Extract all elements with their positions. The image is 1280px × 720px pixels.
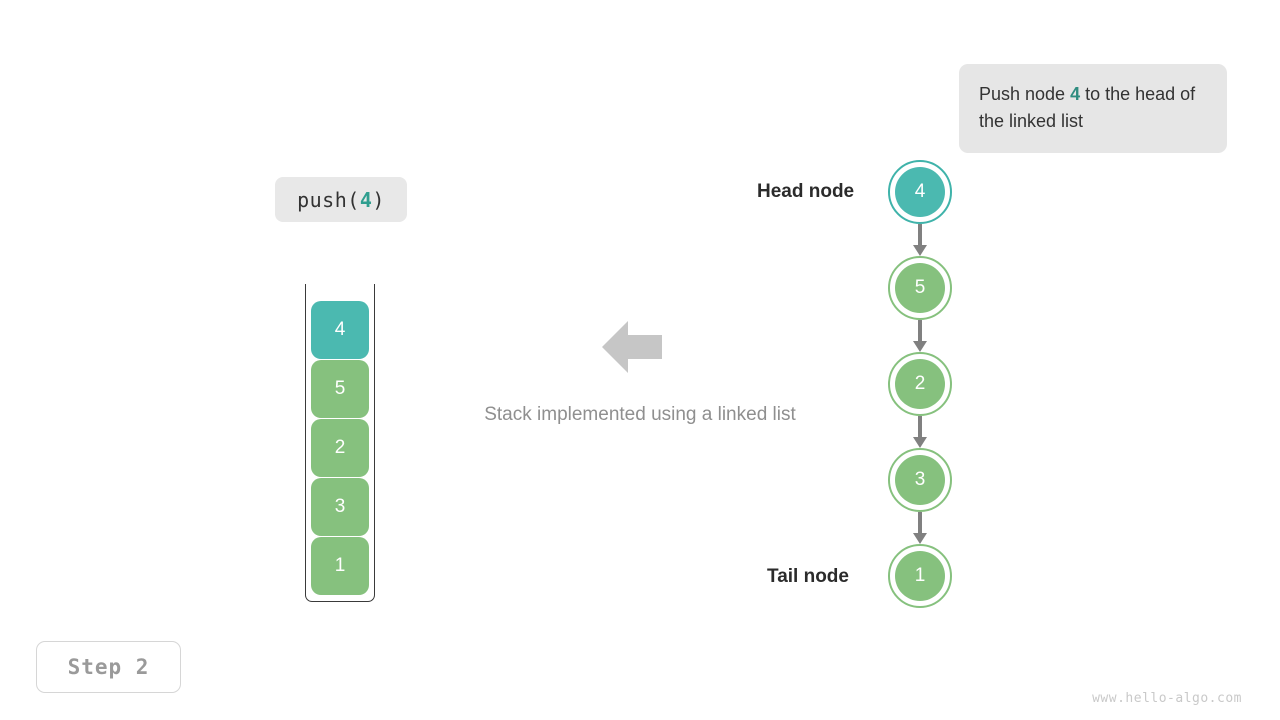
node-value: 1 xyxy=(914,565,926,586)
stack-cell-value: 2 xyxy=(334,437,346,458)
operation-suffix: ) xyxy=(372,187,385,212)
arrow-head xyxy=(913,245,927,256)
linked-list-connector-arrow xyxy=(913,320,927,352)
stack-cell: 4 xyxy=(311,301,369,359)
node-ring xyxy=(888,448,952,512)
linked-list-connector-arrow xyxy=(913,224,927,256)
operation-label: push(4) xyxy=(275,177,407,222)
operation-value: 4 xyxy=(359,187,373,212)
stack-cell: 1 xyxy=(311,537,369,595)
stack-cell-value: 3 xyxy=(334,496,346,517)
step-badge: Step 2 xyxy=(36,641,181,693)
arrow-head xyxy=(913,533,927,544)
stack-cell: 3 xyxy=(311,478,369,536)
node-value: 3 xyxy=(914,469,926,490)
annotation-tooltip: Push node 4 to the head of the linked li… xyxy=(959,64,1227,153)
arrow-shaft xyxy=(918,512,922,534)
stack-cell-value: 5 xyxy=(334,378,346,399)
arrow-shaft xyxy=(918,416,922,438)
operation-prefix: push( xyxy=(297,187,360,212)
head-node-label: Head node xyxy=(757,181,855,202)
node-ring xyxy=(888,256,952,320)
linked-list-node: 2 xyxy=(888,352,952,416)
stack-cell-list: 4 5 2 3 1 xyxy=(311,301,369,595)
diagram-caption: Stack implemented using a linked list xyxy=(484,404,796,425)
stack-container: 4 5 2 3 1 xyxy=(305,284,375,602)
annotation-text-before: Push node xyxy=(979,84,1071,104)
node-value: 5 xyxy=(914,277,926,298)
stack-cell-value: 4 xyxy=(334,319,346,340)
node-ring xyxy=(888,544,952,608)
annotation-accent-value: 4 xyxy=(1070,84,1081,104)
linked-list-node: 4 xyxy=(888,160,952,224)
watermark: www.hello-algo.com xyxy=(1092,691,1242,706)
left-arrow-icon xyxy=(602,320,662,374)
linked-list-node: 3 xyxy=(888,448,952,512)
node-ring xyxy=(888,352,952,416)
stack-cell: 5 xyxy=(311,360,369,418)
stack-cell-value: 1 xyxy=(334,555,346,576)
arrow-shaft xyxy=(918,320,922,342)
annotation-text-after: to the head of the linked list xyxy=(979,84,1196,131)
node-value: 4 xyxy=(914,181,926,202)
linked-list-connector-arrow xyxy=(913,512,927,544)
node-value: 2 xyxy=(914,373,926,394)
tail-node-label: Tail node xyxy=(767,566,849,587)
arrow-head xyxy=(913,437,927,448)
linked-list-connector-arrow xyxy=(913,416,927,448)
arrow-head xyxy=(913,341,927,352)
linked-list-node: 5 xyxy=(888,256,952,320)
node-ring xyxy=(888,160,952,224)
linked-list-node: 1 xyxy=(888,544,952,608)
stack-cell: 2 xyxy=(311,419,369,477)
arrow-shaft xyxy=(918,224,922,246)
